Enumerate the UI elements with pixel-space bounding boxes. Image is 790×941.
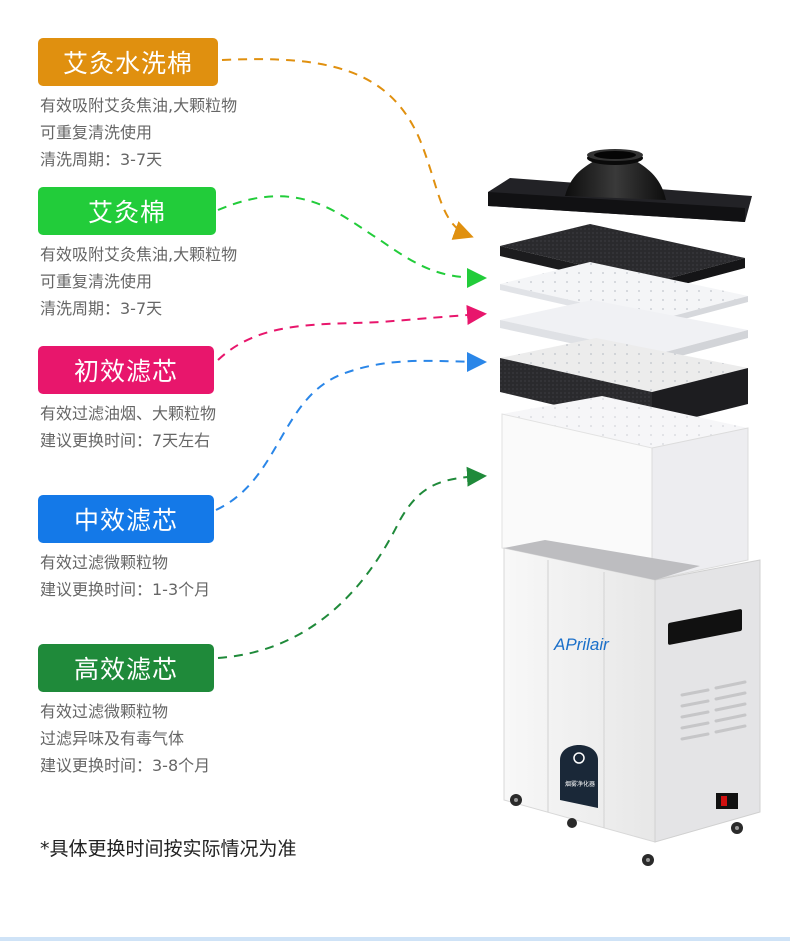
bottom-divider — [0, 937, 790, 941]
desc-line: 清洗周期：3-7天 — [40, 150, 163, 169]
exhaust-collar — [565, 158, 666, 200]
desc-line: 有效过滤微颗粒物 — [40, 553, 169, 572]
desc-medium-filter: 有效过滤微颗粒物 建议更换时间：1-3个月 — [40, 549, 210, 603]
tag-hepa-filter: 高效滤芯 — [38, 644, 214, 692]
layer-foam-1 — [500, 224, 745, 282]
desc-hepa-filter: 有效过滤微颗粒物 过滤异味及有毒气体 建议更换时间：3-8个月 — [40, 698, 210, 779]
arrow-blue — [215, 351, 487, 511]
tag-medium-filter: 中效滤芯 — [38, 495, 214, 543]
tag-aijiu-cotton: 艾灸棉 — [38, 187, 216, 235]
device-label: 烟雾净化器 — [565, 780, 595, 788]
desc-line: 清洗周期：3-7天 — [40, 299, 163, 318]
desc-aijiu-washable-cotton: 有效吸附艾灸焦油,大颗粒物 可重复清洗使用 清洗周期：3-7天 — [40, 92, 237, 173]
tag-primary-filter: 初效滤芯 — [38, 346, 214, 394]
arrow-orange — [221, 58, 474, 240]
arrow-pink — [217, 304, 487, 361]
desc-line: 有效过滤微颗粒物 — [40, 702, 169, 721]
handle-slot — [668, 609, 742, 645]
desc-primary-filter: 有效过滤油烟、大颗粒物 建议更换时间：7天左右 — [40, 400, 216, 454]
power-knob — [573, 752, 585, 764]
tag-aijiu-washable-cotton: 艾灸水洗棉 — [38, 38, 218, 86]
arrow-green — [217, 195, 487, 288]
side-vents — [680, 680, 747, 741]
desc-line: 有效吸附艾灸焦油,大颗粒物 — [40, 96, 238, 115]
layer-white-sheet — [500, 300, 748, 354]
desc-line: 建议更换时间：7天左右 — [40, 431, 211, 450]
desc-line: 建议更换时间：3-8个月 — [40, 756, 211, 775]
control-panel — [560, 745, 598, 808]
footnote: *具体更换时间按实际情况为准 — [40, 838, 297, 860]
desc-aijiu-cotton: 有效吸附艾灸焦油,大颗粒物 可重复清洗使用 清洗周期：3-7天 — [40, 241, 237, 322]
desc-line: 建议更换时间：1-3个月 — [40, 580, 211, 599]
brand-logo: APrilair — [553, 635, 610, 654]
desc-line: 可重复清洗使用 — [40, 272, 153, 291]
desc-line: 有效过滤油烟、大颗粒物 — [40, 404, 217, 423]
desc-line: 有效吸附艾灸焦油,大颗粒物 — [40, 245, 238, 264]
arrow-dark-green — [217, 466, 487, 659]
desc-line: 可重复清洗使用 — [40, 123, 153, 142]
desc-line: 过滤异味及有毒气体 — [40, 729, 185, 748]
